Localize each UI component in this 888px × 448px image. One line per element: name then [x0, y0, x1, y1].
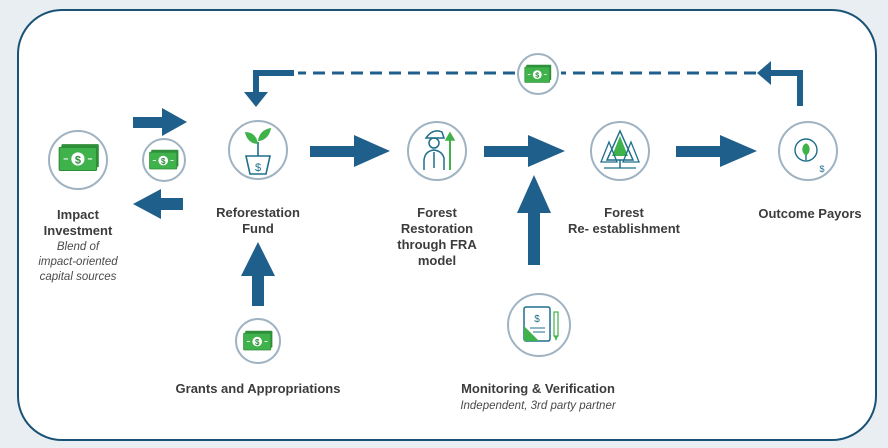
svg-text:$: $: [534, 314, 540, 325]
forest-reestablishment-title: Forest Re- establishment: [560, 205, 688, 237]
reforestation-fund-title-line: Reforestation: [216, 205, 300, 220]
forest-restoration-title: Forest Restoration through FRA model: [377, 205, 497, 269]
monitoring-note: Independent, 3rd party partner: [460, 400, 616, 412]
reforestation-fund-title-line: Fund: [242, 221, 274, 236]
forest-reestablishment-title-line: Forest: [604, 205, 644, 220]
reestablishment-to-payors-arrow: [676, 135, 757, 167]
investment-return-arrow: [133, 189, 183, 219]
forest-reestablishment-title-line: Re- establishment: [568, 221, 680, 236]
investment-inflow-arrow: [133, 108, 187, 136]
payor-cycle-icon: $: [794, 138, 825, 174]
forest-worker-icon: [423, 130, 456, 170]
restoration-to-reestablishment-arrow: [484, 135, 565, 167]
impact-investment-note-line: Blend of: [56, 241, 100, 253]
cash-icon: [58, 143, 100, 172]
outcome-payors-node: $: [778, 121, 838, 181]
pine-trees-icon: [600, 129, 640, 169]
monitoring-up-arrow: [517, 175, 551, 265]
svg-text:$: $: [255, 162, 261, 174]
forest-restoration-title-line: Forest: [417, 205, 457, 220]
document-pen-icon: $: [523, 306, 559, 342]
diagram-border: [17, 9, 877, 441]
impact-investment-note-line: impact-oriented: [38, 256, 118, 268]
payment-return-line: [244, 61, 803, 107]
forest-restoration-title-line: model: [417, 253, 457, 268]
grants-node: [235, 318, 281, 364]
grants-title: Grants and Appropriations: [175, 381, 341, 396]
forest-restoration-node: [407, 121, 467, 181]
reforestation-fund-node: $: [228, 120, 288, 180]
impact-investment-title-line: Investment: [43, 223, 113, 238]
impact-investment-node: [48, 130, 108, 190]
grants-up-arrow: [241, 242, 275, 306]
plant-pot-dollar-icon: $: [245, 128, 271, 175]
forest-reestablishment-node: [590, 121, 650, 181]
impact-investment-title: Impact Investment: [28, 207, 128, 239]
monitoring-node: $: [507, 293, 571, 357]
investment-cash-icon: [142, 138, 186, 182]
reforestation-fund-title: Reforestation Fund: [198, 205, 318, 237]
impact-investment-title-line: Impact: [57, 207, 99, 222]
impact-investment-note: Blend of impact-oriented capital sources: [18, 240, 138, 285]
fund-to-restoration-arrow: [310, 135, 390, 167]
cash-icon: [243, 330, 273, 351]
payment-cash-icon: [517, 53, 559, 95]
forest-restoration-title-line: through FRA: [397, 237, 477, 252]
outcome-payors-title: Outcome Payors: [758, 206, 862, 221]
svg-text:$: $: [819, 164, 824, 174]
impact-investment-note-line: capital sources: [39, 271, 117, 283]
forest-restoration-title-line: Restoration: [400, 221, 474, 236]
monitoring-title: Monitoring & Verification: [461, 381, 615, 396]
